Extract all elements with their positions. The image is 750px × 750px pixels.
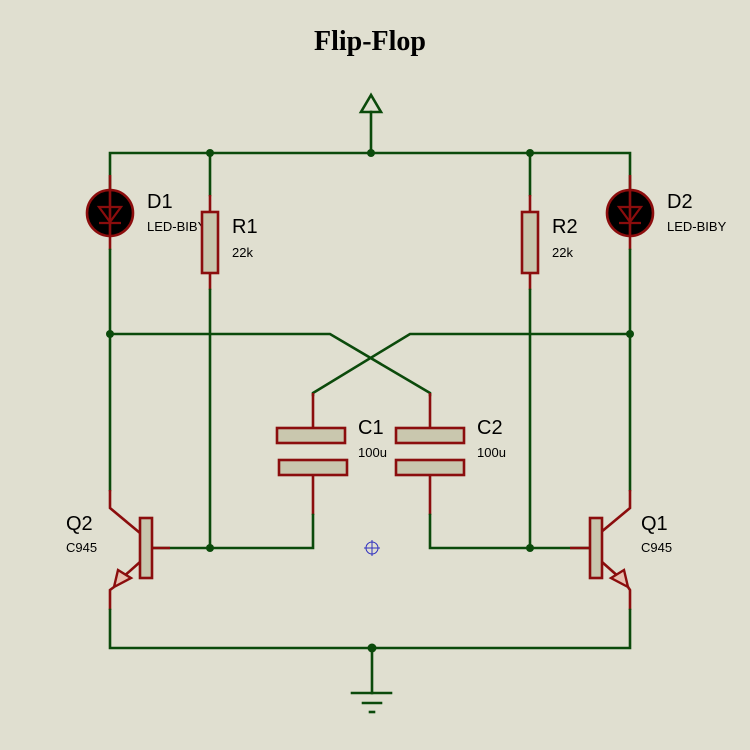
resistor-icon	[200, 210, 220, 275]
q2-ref: Q2	[66, 513, 93, 535]
junction-dot	[526, 149, 534, 157]
c2-value: 100u	[477, 445, 506, 460]
d1-ref: D1	[147, 191, 173, 213]
transistor-icon	[138, 516, 154, 580]
d2-value: LED-BIBY	[667, 219, 727, 234]
transistor-q2[interactable]: Q2 C945	[66, 332, 170, 610]
junction-dot	[206, 544, 214, 552]
resistor-r1[interactable]: R1 22k	[200, 195, 258, 290]
capacitor-plate-icon	[394, 458, 466, 477]
transistor-q1[interactable]: Q1 C945	[570, 332, 672, 610]
ground-rail	[108, 608, 632, 653]
capacitor-plate-icon	[275, 426, 347, 445]
emitter-arrow-icon	[608, 568, 630, 590]
emitter-arrow-icon	[112, 568, 134, 590]
resistor-icon	[520, 210, 540, 275]
origin-marker-icon	[364, 540, 380, 556]
r2-value: 22k	[552, 245, 573, 260]
junction-dot	[367, 149, 375, 157]
q1-value: C945	[641, 540, 672, 555]
power-arrow-icon	[358, 92, 384, 114]
schematic-title: Flip-Flop	[314, 26, 426, 57]
led-d1[interactable]: D1 LED-BIBY	[85, 175, 207, 250]
led-d2[interactable]: D2 LED-BIBY	[605, 175, 727, 250]
junction-dot	[206, 149, 214, 157]
capacitor-c1[interactable]: C1 100u	[275, 393, 387, 515]
ground-terminal[interactable]	[350, 646, 393, 714]
capacitor-plate-icon	[277, 458, 349, 477]
q2-value: C945	[66, 540, 97, 555]
transistor-icon	[588, 516, 604, 580]
r1-ref: R1	[232, 216, 258, 238]
q1-ref: Q1	[641, 513, 668, 535]
d1-value: LED-BIBY	[147, 219, 207, 234]
power-terminal[interactable]	[358, 92, 384, 155]
r2-ref: R2	[552, 216, 578, 238]
capacitor-c2[interactable]: C2 100u	[394, 393, 506, 515]
c2-ref: C2	[477, 417, 503, 439]
resistor-r2[interactable]: R2 22k	[520, 195, 578, 290]
c1-ref: C1	[358, 417, 384, 439]
r1-value: 22k	[232, 245, 253, 260]
cross-coupling-wires	[106, 330, 634, 397]
d2-ref: D2	[667, 191, 693, 213]
junction-dot	[526, 544, 534, 552]
c1-value: 100u	[358, 445, 387, 460]
vcc-rail	[108, 149, 632, 197]
capacitor-plate-icon	[394, 426, 466, 445]
